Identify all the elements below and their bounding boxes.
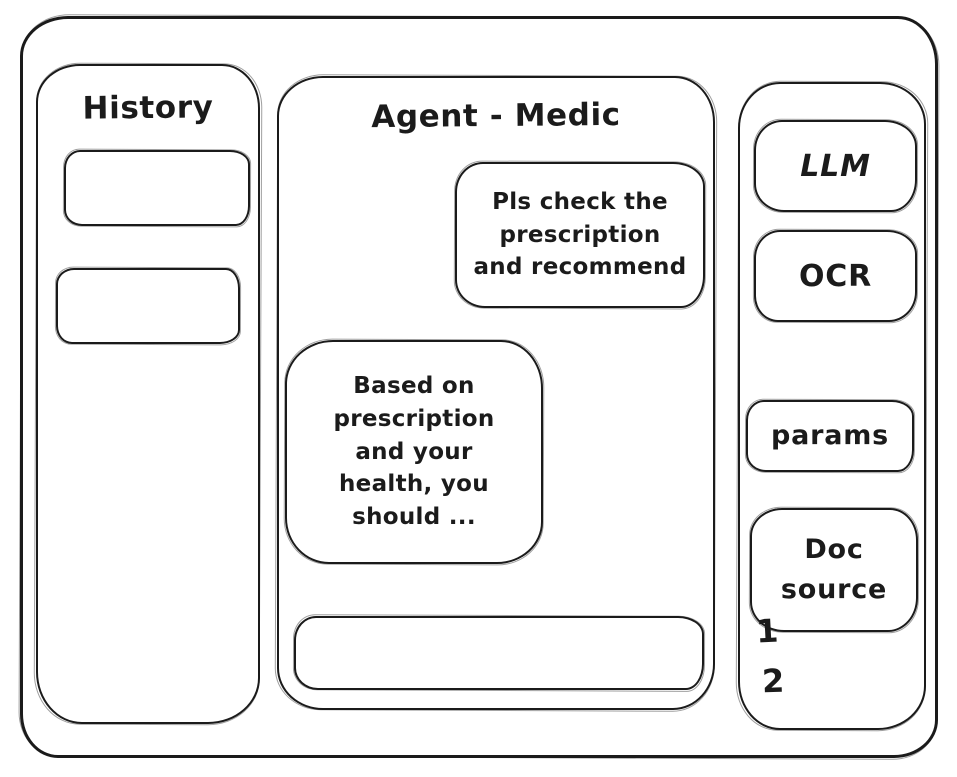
chat-title: Agent - Medic (371, 96, 621, 136)
chat-input-box (294, 616, 704, 690)
ocr-button[interactable]: OCR (754, 230, 917, 322)
agent-message-bubble: Based on prescription and your health, y… (285, 340, 543, 564)
chat-input[interactable] (296, 618, 702, 688)
history-panel: History (36, 64, 260, 724)
history-item[interactable] (56, 268, 240, 344)
tools-panel: LLM OCR params Doc source 1 2 (738, 82, 926, 730)
history-title: History (82, 89, 214, 127)
history-item[interactable] (64, 150, 250, 226)
chat-panel: Agent - Medic Pls check the prescription… (277, 76, 715, 710)
llm-button[interactable]: LLM (754, 120, 917, 212)
params-button[interactable]: params (746, 400, 914, 472)
doc-source-button[interactable]: Doc source (750, 508, 918, 632)
doc-source-item[interactable]: 1 (755, 611, 780, 651)
doc-source-item[interactable]: 2 (761, 661, 785, 701)
user-message-bubble: Pls check the prescription and recommend (455, 162, 705, 308)
